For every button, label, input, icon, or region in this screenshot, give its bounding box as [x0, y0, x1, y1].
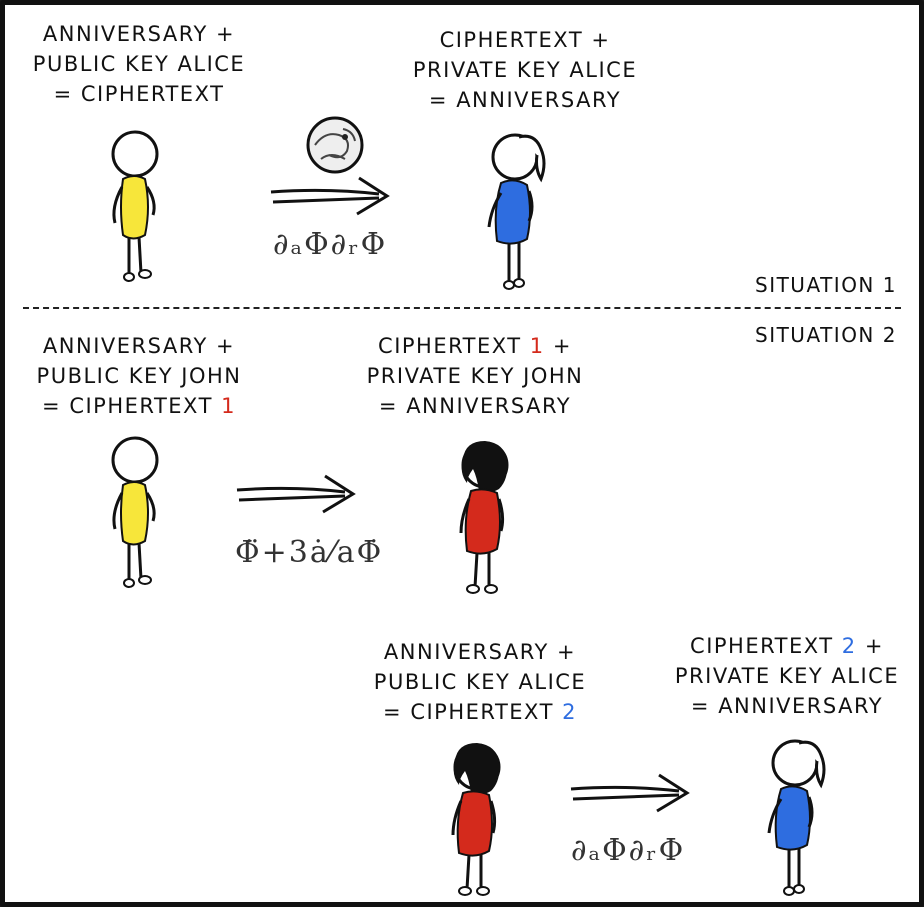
yellow-stick-figure	[111, 436, 159, 588]
red-stick-figure-john	[459, 441, 509, 594]
globe-icon	[306, 116, 364, 174]
s2-top-formula: Φ̈+3ȧ⁄aΦ̇	[235, 535, 384, 570]
s2-top-left-caption: Anniversary + Public key John = cipherte…	[36, 334, 242, 418]
blue-stick-figure-alice	[487, 133, 546, 290]
situation-2-label: Situation 2	[755, 323, 897, 347]
s1-right-caption: Ciphertext + Private key Alice = anniver…	[412, 28, 638, 112]
arrow-right-icon	[236, 474, 356, 514]
s2-bottom-left-caption: Anniversary + Public key Alice = ciphert…	[373, 640, 587, 724]
s2-top-right-caption: Ciphertext 1 + Private key John = annive…	[366, 334, 584, 418]
blue-stick-figure-alice	[767, 739, 826, 896]
red-stick-figure-john	[451, 743, 501, 896]
s1-left-caption: Anniversary + Public key Alice = ciphert…	[32, 22, 246, 106]
yellow-stick-figure	[111, 130, 159, 282]
dashed-divider	[23, 307, 901, 309]
situation-1-label: Situation 1	[755, 273, 897, 297]
arrow-right-icon	[270, 176, 390, 216]
s1-formula: ∂ₐΦ∂ᵣΦ	[273, 227, 388, 262]
arrow-right-icon	[570, 773, 690, 813]
s2-bottom-right-caption: Ciphertext 2 + Private key Alice = anniv…	[674, 634, 900, 718]
s2-bottom-formula: ∂ₐΦ∂ᵣΦ	[571, 833, 686, 868]
